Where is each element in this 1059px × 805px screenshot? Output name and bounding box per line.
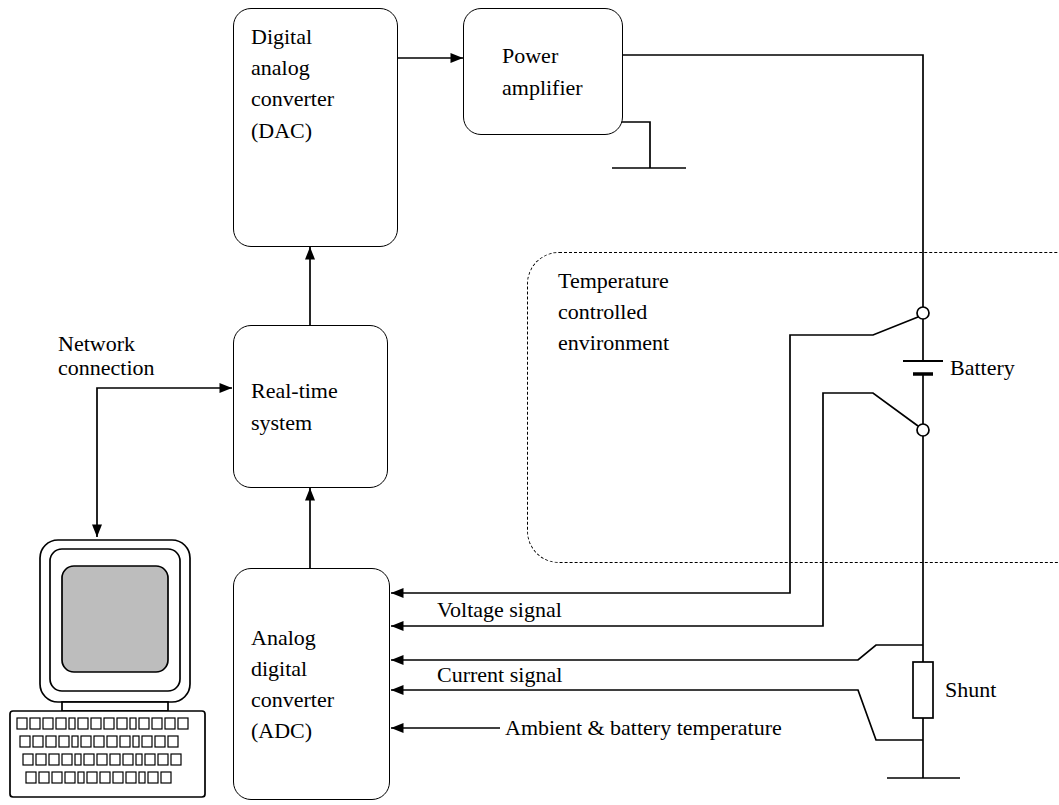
key bbox=[78, 772, 84, 783]
key bbox=[110, 754, 120, 765]
box-label: Real-time system bbox=[251, 375, 361, 437]
keyboard bbox=[10, 711, 205, 797]
current-sense-wire bbox=[391, 645, 923, 660]
key bbox=[117, 718, 127, 729]
key bbox=[130, 718, 136, 729]
key bbox=[123, 754, 133, 765]
key bbox=[136, 754, 142, 765]
temperature-wire bbox=[391, 727, 500, 729]
battery-wire bbox=[922, 374, 924, 424]
key bbox=[81, 736, 91, 747]
key bbox=[120, 736, 130, 747]
key bbox=[142, 736, 152, 747]
key bbox=[43, 718, 53, 729]
shunt-label: Shunt bbox=[945, 678, 996, 702]
network-label: Network connection bbox=[58, 332, 178, 380]
key bbox=[56, 718, 66, 729]
ground-wire bbox=[620, 122, 650, 168]
battery-shunt-wire bbox=[922, 436, 924, 662]
key bbox=[91, 718, 101, 729]
key bbox=[94, 736, 104, 747]
amplifier-box: Power amplifier bbox=[463, 8, 623, 135]
terminal bbox=[917, 307, 929, 319]
key bbox=[36, 754, 46, 765]
key bbox=[107, 736, 117, 747]
shunt-resistor bbox=[913, 662, 933, 718]
box-label: Digital analog converter (DAC) bbox=[251, 21, 351, 146]
key bbox=[75, 754, 81, 765]
key bbox=[52, 772, 62, 783]
battery-plate bbox=[913, 372, 933, 376]
box-label: Temperature controlled environment bbox=[558, 265, 718, 359]
key bbox=[39, 772, 49, 783]
key bbox=[152, 718, 162, 729]
network-wire bbox=[97, 388, 232, 537]
key bbox=[139, 718, 149, 729]
key bbox=[165, 718, 175, 729]
monitor-bezel bbox=[50, 549, 180, 691]
key bbox=[87, 772, 97, 783]
signal-label: Voltage signal bbox=[437, 598, 562, 622]
key bbox=[46, 736, 56, 747]
key bbox=[23, 754, 33, 765]
key bbox=[126, 772, 136, 783]
battery-label: Battery bbox=[950, 356, 1015, 380]
key bbox=[168, 736, 178, 747]
key bbox=[26, 772, 36, 783]
key bbox=[59, 736, 69, 747]
signal-arrow bbox=[398, 57, 463, 59]
wires bbox=[97, 55, 960, 778]
key bbox=[113, 772, 123, 783]
key bbox=[62, 754, 72, 765]
signal-arrow bbox=[309, 488, 311, 568]
ground-symbol bbox=[887, 777, 960, 779]
environment-region: Temperature controlled environment bbox=[527, 252, 1059, 563]
monitor bbox=[40, 540, 190, 702]
current-sense-wire bbox=[391, 690, 923, 740]
key bbox=[65, 772, 75, 783]
signal-label: Ambient & battery temperature bbox=[505, 716, 782, 740]
ground-symbol bbox=[612, 167, 686, 169]
system-box: Real-time system bbox=[233, 325, 388, 488]
key bbox=[145, 754, 155, 765]
key bbox=[49, 754, 59, 765]
battery-plate bbox=[903, 360, 943, 362]
key bbox=[30, 718, 40, 729]
battery-wire bbox=[922, 319, 924, 361]
key bbox=[72, 736, 78, 747]
key bbox=[17, 718, 27, 729]
screen bbox=[62, 566, 168, 672]
key bbox=[158, 754, 168, 765]
key bbox=[104, 718, 114, 729]
signal-arrow bbox=[309, 247, 311, 325]
signal-label: Current signal bbox=[437, 663, 562, 687]
box-label: Power amplifier bbox=[502, 40, 610, 102]
key bbox=[148, 772, 158, 783]
terminal bbox=[917, 424, 929, 436]
key bbox=[20, 736, 30, 747]
key bbox=[161, 772, 171, 783]
key bbox=[155, 736, 165, 747]
key bbox=[178, 718, 188, 729]
converter-box: Digital analog converter (DAC) bbox=[233, 8, 398, 247]
computer-icon bbox=[10, 540, 205, 797]
monitor-stand bbox=[62, 702, 168, 711]
key bbox=[139, 772, 145, 783]
voltage-sense-wire bbox=[391, 393, 918, 626]
keys bbox=[17, 718, 188, 783]
key bbox=[33, 736, 43, 747]
key bbox=[171, 754, 181, 765]
key bbox=[84, 754, 94, 765]
key bbox=[133, 736, 139, 747]
key bbox=[69, 718, 75, 729]
converter-box: Analog digital converter (ADC) bbox=[233, 568, 390, 800]
battery-symbol bbox=[903, 307, 943, 436]
box-label: Analog digital converter (ADC) bbox=[251, 622, 361, 747]
key bbox=[78, 718, 88, 729]
ground-wire bbox=[922, 718, 924, 778]
key bbox=[97, 754, 107, 765]
key bbox=[100, 772, 110, 783]
voltage-sense-wire bbox=[391, 317, 918, 593]
